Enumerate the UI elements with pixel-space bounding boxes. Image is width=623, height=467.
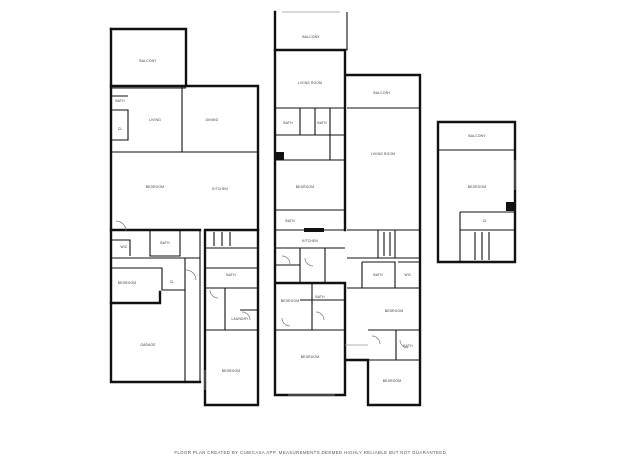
room-label: BATH	[317, 121, 327, 125]
room-label: BALCONY	[302, 35, 320, 39]
room-label: LAUNDRY	[231, 317, 249, 321]
room-label: BEDROOM	[222, 369, 240, 373]
room-label: DINING	[206, 118, 219, 122]
disclaimer-text: FLOOR PLAN CREATED BY CUBICASA APP. MEAS…	[174, 450, 447, 455]
room-label: BATH	[403, 344, 413, 348]
room-labels: BALCONY BATH CL LIVING DINING BEDROOM KI…	[115, 35, 487, 383]
room-label: CL	[483, 219, 488, 223]
room-label: LIVING ROOM	[298, 81, 322, 85]
room-label: BATH	[226, 273, 236, 277]
room-label: BEDROOM	[118, 281, 136, 285]
room-label: BEDROOM	[296, 185, 314, 189]
room-label: BEDROOM	[468, 185, 486, 189]
unit-a	[109, 27, 260, 407]
room-label: BEDROOM	[383, 379, 401, 383]
room-label: KITCHEN	[212, 187, 228, 191]
room-label: BATH	[283, 121, 293, 125]
room-label: BEDROOM	[301, 355, 319, 359]
room-label: CL	[170, 280, 175, 284]
room-label: LIVING ROOM	[371, 152, 395, 156]
unit-b	[273, 10, 348, 397]
room-label: GARAGE	[140, 343, 156, 347]
room-label: LIVING	[149, 118, 161, 122]
room-label: BALCONY	[139, 59, 157, 63]
room-label: KITCHEN	[302, 239, 318, 243]
room-label: BATH	[373, 273, 383, 277]
unit-c	[345, 73, 422, 407]
room-label: BALCONY	[373, 91, 391, 95]
room-label: BEDROOM	[146, 185, 164, 189]
room-label: BATH	[315, 295, 325, 299]
room-label: BATH	[285, 219, 295, 223]
unit-d	[436, 120, 517, 264]
room-label: WIC	[404, 273, 411, 277]
room-label: CL	[118, 127, 123, 131]
room-label: BEDROOM	[281, 299, 299, 303]
room-label: BATH	[160, 241, 170, 245]
room-label: BATH	[115, 99, 125, 103]
room-label: WIC	[120, 245, 127, 249]
room-label: BALCONY	[468, 134, 486, 138]
room-label: BEDROOM	[385, 309, 403, 313]
